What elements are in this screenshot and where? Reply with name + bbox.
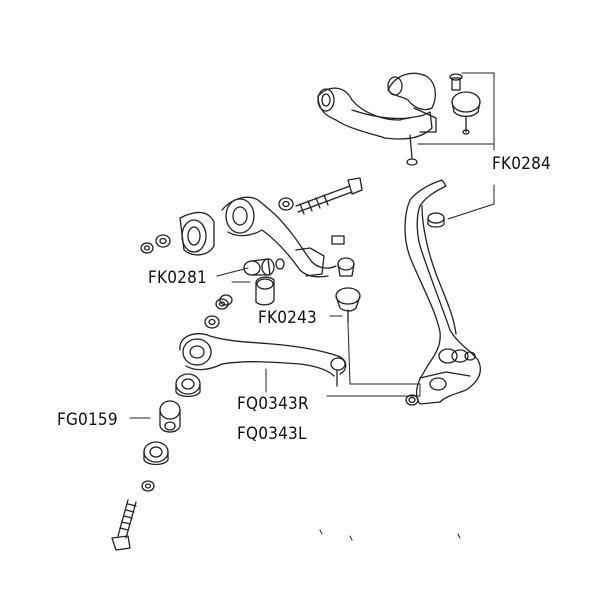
mounting-bolt (111, 499, 137, 551)
knuckle-bushing (427, 212, 445, 228)
fk0284-leader (417, 72, 495, 220)
callout-fq0343r: FQ0343R (237, 394, 309, 414)
steering-knuckle (404, 179, 481, 406)
callout-fg0159: FG0159 (57, 410, 118, 430)
long-bolt (295, 177, 363, 215)
callout-fk0243: FK0243 (258, 308, 317, 328)
front-arm-washers (204, 298, 229, 329)
callout-fk0284: FK0284 (492, 154, 551, 174)
lower-arm-nuts (140, 197, 345, 254)
fk0243-ball-joint (335, 257, 361, 323)
upper-control-arm (317, 72, 437, 166)
fg0159-bushing-stack (141, 373, 201, 492)
scan-marks (319, 529, 461, 541)
callout-leaders (129, 267, 421, 419)
callout-fq0343l: FQ0343L (237, 424, 307, 444)
rear-lower-arm (179, 196, 337, 278)
callout-fk0281: FK0281 (148, 268, 207, 288)
strut-bushing (219, 276, 275, 306)
front-lower-arm (179, 333, 347, 387)
upper-ball-joint (449, 73, 481, 135)
fk0281-bushing (243, 258, 285, 276)
